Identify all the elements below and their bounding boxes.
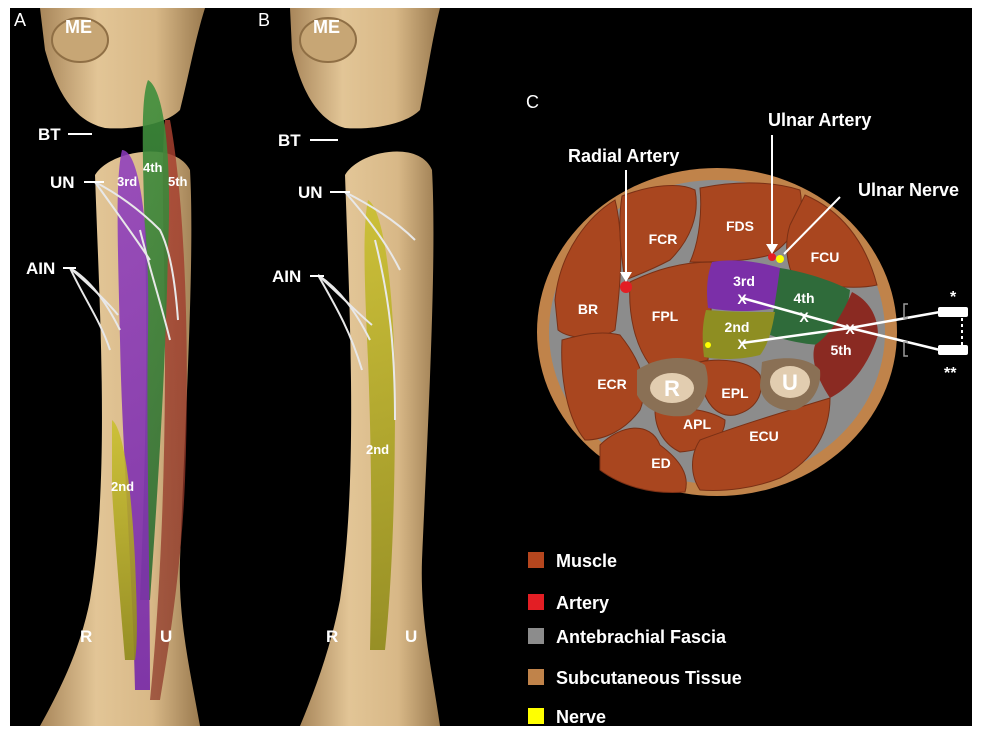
- label-me-b: ME: [313, 17, 340, 37]
- label-fcr: FCR: [649, 231, 678, 247]
- median-nerve-dot: [705, 342, 711, 348]
- label-fcu: FCU: [811, 249, 840, 265]
- legend-label-artery: Artery: [556, 593, 609, 613]
- panel-b-letter: B: [258, 10, 270, 30]
- panel-c-letter: C: [526, 92, 539, 112]
- legend-label-muscle: Muscle: [556, 551, 617, 571]
- panel-a-letter: A: [14, 10, 26, 30]
- cross-mark-3rd: X: [737, 291, 747, 307]
- label-ain-b: AIN: [272, 267, 301, 286]
- label-3rd-c: 3rd: [733, 273, 755, 289]
- label-me-a: ME: [65, 17, 92, 37]
- label-un-b: UN: [298, 183, 323, 202]
- label-u-b: U: [405, 627, 417, 646]
- radial-artery-dot: [620, 281, 632, 293]
- label-r-b: R: [326, 627, 338, 646]
- label-epl: EPL: [721, 385, 749, 401]
- label-2nd-b: 2nd: [366, 442, 389, 457]
- legend-label-fascia: Antebrachial Fascia: [556, 627, 727, 647]
- label-ecu: ECU: [749, 428, 779, 444]
- label-ain-a: AIN: [26, 259, 55, 278]
- label-fpl: FPL: [652, 308, 679, 324]
- label-5th-a: 5th: [168, 174, 188, 189]
- label-ed: ED: [651, 455, 670, 471]
- label-3rd-a: 3rd: [117, 174, 137, 189]
- label-r-a: R: [80, 627, 92, 646]
- double-asterisk: **: [944, 365, 957, 382]
- cross-mark-5th: X: [845, 321, 855, 337]
- cross-mark-2nd: X: [737, 336, 747, 352]
- callout-radial-artery: Radial Artery: [568, 146, 679, 166]
- label-4th-a: 4th: [143, 160, 163, 175]
- callout-ulnar-nerve: Ulnar Nerve: [858, 180, 959, 200]
- cross-mark-4th: X: [799, 309, 809, 325]
- label-fds: FDS: [726, 218, 754, 234]
- legend-swatch-nerve: [528, 708, 544, 724]
- label-2nd-a: 2nd: [111, 479, 134, 494]
- single-asterisk: *: [950, 289, 957, 306]
- legend-label-nerve: Nerve: [556, 707, 606, 727]
- label-ulna-c: U: [782, 370, 798, 395]
- label-2nd-c: 2nd: [725, 319, 750, 335]
- label-radius-c: R: [664, 376, 680, 401]
- legend-swatch-fascia: [528, 628, 544, 644]
- legend-swatch-artery: [528, 594, 544, 610]
- legend-swatch-subcutaneous: [528, 669, 544, 685]
- label-un-a: UN: [50, 173, 75, 192]
- label-bt-b: BT: [278, 131, 301, 150]
- legend-label-subcutaneous: Subcutaneous Tissue: [556, 668, 742, 688]
- syringe-icon-upper: [938, 307, 968, 317]
- label-br: BR: [578, 301, 598, 317]
- label-5th-c: 5th: [831, 342, 852, 358]
- legend-swatch-muscle: [528, 552, 544, 568]
- label-bt-a: BT: [38, 125, 61, 144]
- syringe-icon-lower: [938, 345, 968, 355]
- label-u-a: U: [160, 627, 172, 646]
- ulnar-artery-dot: [768, 253, 776, 261]
- label-4th-c: 4th: [794, 290, 815, 306]
- ulnar-nerve-dot: [776, 255, 784, 263]
- label-apl: APL: [683, 416, 711, 432]
- label-ecr: ECR: [597, 376, 627, 392]
- callout-ulnar-artery: Ulnar Artery: [768, 110, 871, 130]
